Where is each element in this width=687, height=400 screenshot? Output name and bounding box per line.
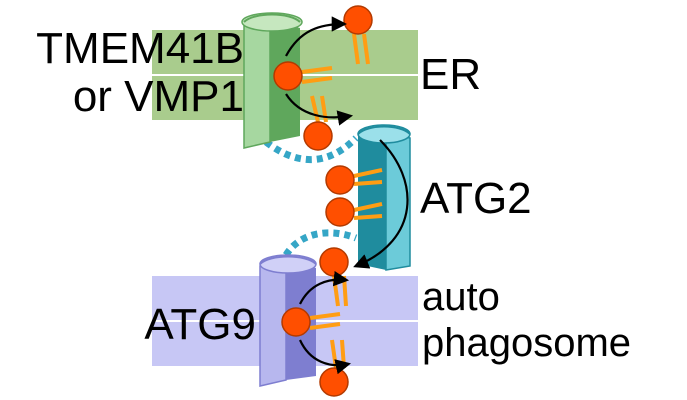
autophagosome-label-line2: phagosome [422, 321, 632, 365]
scramblase-label-line1: TMEM41B [36, 24, 244, 73]
atg2-bridge [263, 135, 359, 258]
scramblase-label-line2: or VMP1 [72, 72, 244, 121]
lipid-icon [273, 5, 383, 397]
atg2-label: ATG2 [420, 174, 532, 223]
er-label: ER [420, 50, 482, 99]
atg9-label: ATG9 [144, 300, 256, 349]
atg2-protein [357, 124, 411, 271]
autophagosome-label-line1: auto [422, 275, 500, 319]
curved-arrow-icon [285, 16, 409, 375]
